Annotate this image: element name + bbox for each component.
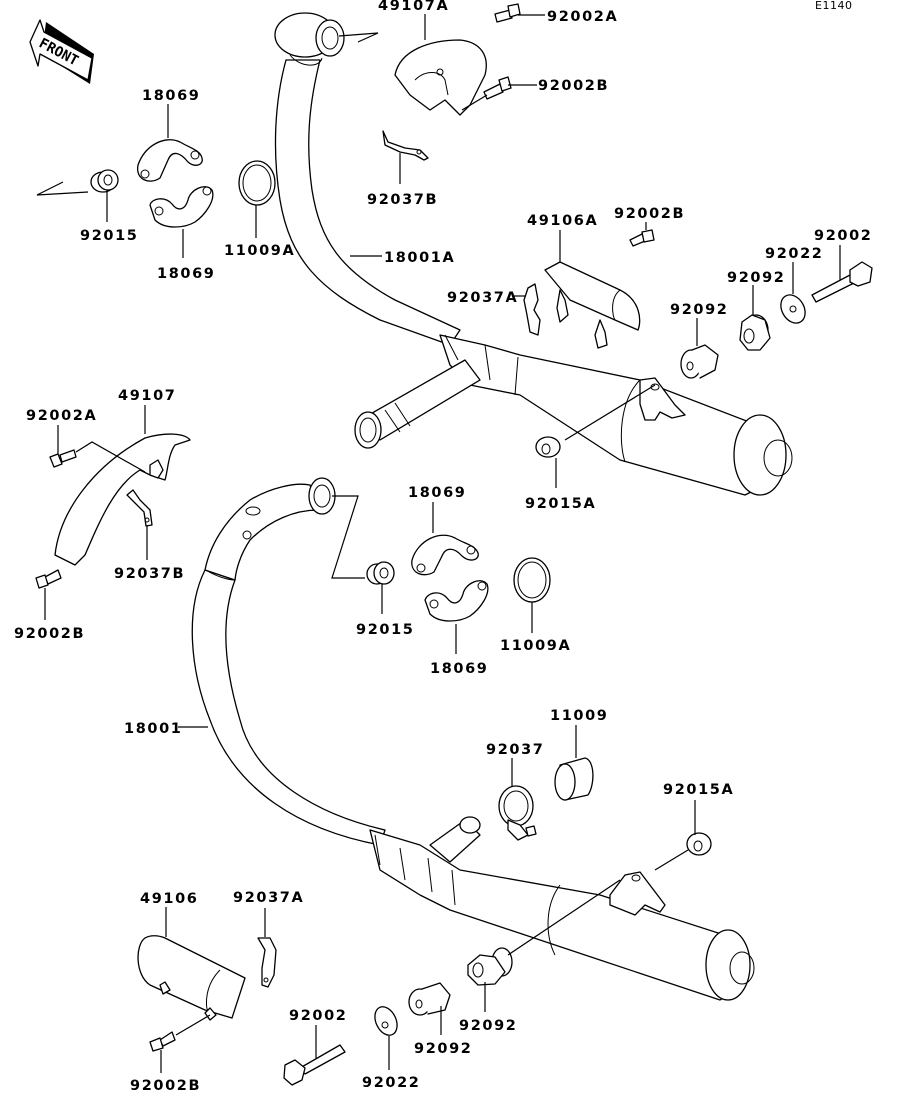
diagram-code: E1140 (815, 0, 852, 12)
label-92015A-top: 92015A (525, 496, 596, 512)
front-arrow-icon: FRONT (29, 19, 94, 84)
washer-92022-bottom[interactable] (371, 1003, 402, 1039)
label-92002A-top: 92002A (547, 9, 618, 25)
label-92002B-top: 92002B (538, 78, 609, 94)
clamp-92037[interactable] (498, 785, 537, 841)
muffler-lower[interactable] (369, 816, 755, 1001)
muffler-upper[interactable] (354, 334, 793, 496)
washer-92022-top[interactable] (776, 291, 810, 328)
label-92002-bottom: 92002 (289, 1008, 347, 1024)
label-18001: 18001 (124, 721, 182, 737)
bolt-92002A-top[interactable] (494, 3, 521, 23)
clamp-92037B-top[interactable] (382, 130, 429, 161)
flange-18069-top-lower[interactable] (149, 186, 214, 228)
label-92092-top-2: 92092 (727, 270, 785, 286)
heat-cover-49106A[interactable] (544, 261, 641, 349)
flange-18069-bottom-lower[interactable] (424, 580, 489, 622)
label-92002B-bottom: 92002B (130, 1078, 201, 1094)
label-18069-bottom-2: 18069 (430, 661, 488, 677)
label-92002-top: 92002 (814, 228, 872, 244)
grommet-92092-top-1[interactable] (680, 344, 719, 379)
label-92015-bottom: 92015 (356, 622, 414, 638)
clamp-92037A-bottom[interactable] (257, 937, 277, 988)
grommet-92092-bottom-2[interactable] (467, 947, 513, 986)
label-49106: 49106 (140, 891, 198, 907)
label-92092-bottom-1: 92092 (414, 1041, 472, 1057)
clamp-92037B-left[interactable] (126, 489, 153, 527)
label-92037B-left: 92037B (114, 566, 185, 582)
label-92092-bottom-2: 92092 (459, 1018, 517, 1034)
nut-92015-bottom[interactable] (366, 561, 395, 585)
bolt-92002-top[interactable] (811, 261, 873, 303)
gasket-11009A-bottom[interactable] (513, 557, 551, 603)
flange-18069-bottom-upper[interactable] (411, 534, 479, 576)
label-11009A-bottom: 11009A (500, 638, 571, 654)
clamp-92037A-top[interactable] (523, 283, 541, 336)
gasket-11009A-top[interactable] (238, 160, 276, 206)
label-92002B-mid: 92002B (614, 206, 685, 222)
nut-92015A-bottom[interactable] (686, 832, 712, 856)
label-92037A-top: 92037A (447, 290, 518, 306)
label-92002B-left: 92002B (14, 626, 85, 642)
nut-92015A-top[interactable] (535, 436, 561, 458)
bolt-92002B-bottom[interactable] (149, 1031, 176, 1052)
label-49107: 49107 (118, 388, 176, 404)
exhaust-pipe-18001[interactable] (191, 477, 386, 846)
label-92037B-top: 92037B (367, 192, 438, 208)
flange-18069-top-upper[interactable] (137, 139, 203, 182)
label-92002A-left: 92002A (26, 408, 97, 424)
heat-cover-49107A[interactable] (394, 39, 487, 116)
label-92092-top-1: 92092 (670, 302, 728, 318)
label-92037A-bottom: 92037A (233, 890, 304, 906)
label-92015A-bottom: 92015A (663, 782, 734, 798)
heat-cover-49106[interactable] (137, 935, 246, 1021)
label-18069-bottom-1: 18069 (408, 485, 466, 501)
exhaust-pipe-18001A[interactable] (274, 12, 461, 346)
label-11009: 11009 (550, 708, 608, 724)
label-92022-bottom: 92022 (362, 1075, 420, 1091)
label-11009A-top: 11009A (224, 243, 295, 259)
label-18069-top-1: 18069 (142, 88, 200, 104)
label-92022-top: 92022 (765, 246, 823, 262)
grommet-92092-bottom-1[interactable] (408, 982, 451, 1016)
grommet-92092-top-2[interactable] (739, 314, 771, 351)
bolt-92002A-left[interactable] (49, 449, 77, 468)
label-18069-top-2: 18069 (157, 266, 215, 282)
bolt-92002-bottom[interactable] (283, 1044, 346, 1086)
label-49107A: 49107A (378, 0, 449, 14)
bolt-92002B-mid[interactable] (629, 229, 655, 247)
heat-cover-49107[interactable] (54, 433, 191, 566)
label-18001A: 18001A (384, 250, 455, 266)
nut-92015-top[interactable] (90, 169, 119, 193)
label-92015-top: 92015 (80, 228, 138, 244)
bolt-92002B-left[interactable] (35, 569, 62, 589)
label-92037: 92037 (486, 742, 544, 758)
sleeve-11009[interactable] (554, 757, 594, 801)
bolt-92002B-top[interactable] (483, 76, 512, 100)
label-49106A: 49106A (527, 213, 598, 229)
